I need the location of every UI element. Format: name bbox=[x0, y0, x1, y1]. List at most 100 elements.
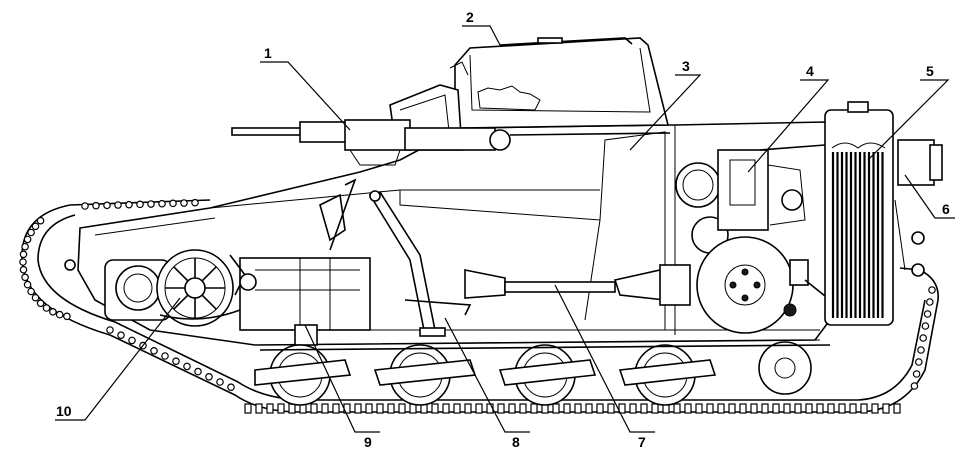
track-link bbox=[63, 312, 71, 321]
track-link bbox=[21, 242, 29, 251]
track-link bbox=[849, 403, 857, 414]
track-link bbox=[180, 199, 188, 207]
track-link bbox=[827, 403, 835, 414]
leader-4 bbox=[747, 79, 830, 173]
track-link bbox=[354, 403, 362, 414]
track-link bbox=[919, 334, 928, 342]
callout-labels: 1 2 3 4 5 6 7 8 9 10 bbox=[56, 9, 950, 450]
track-link bbox=[761, 403, 769, 414]
track-link bbox=[497, 403, 505, 414]
track-link bbox=[244, 403, 252, 414]
track-link bbox=[31, 222, 40, 231]
track-link bbox=[205, 372, 213, 381]
track-link bbox=[23, 280, 32, 289]
leader-5 bbox=[867, 79, 950, 161]
machine-gun bbox=[231, 119, 671, 166]
track-link bbox=[640, 403, 648, 414]
track-link bbox=[882, 403, 890, 414]
track-link bbox=[629, 403, 637, 414]
gearbox bbox=[239, 178, 371, 361]
track-link bbox=[321, 403, 329, 414]
sprocket-spokes bbox=[165, 258, 225, 318]
track-link bbox=[27, 287, 35, 296]
radiator-fins bbox=[831, 152, 884, 318]
track-link bbox=[125, 200, 133, 209]
track-link bbox=[49, 307, 57, 316]
track-link bbox=[227, 383, 235, 392]
track-link bbox=[136, 200, 144, 209]
track-link bbox=[783, 403, 791, 414]
leader-7 bbox=[554, 284, 655, 433]
track-link bbox=[114, 201, 122, 209]
track-link bbox=[706, 403, 714, 414]
track-link bbox=[453, 403, 461, 414]
control-lever bbox=[368, 190, 472, 337]
track-link bbox=[36, 216, 45, 225]
track-link bbox=[31, 293, 40, 302]
track-link bbox=[288, 403, 296, 414]
track-links bbox=[19, 198, 936, 414]
track-link bbox=[914, 358, 923, 366]
track-link bbox=[27, 228, 35, 237]
track-link bbox=[387, 403, 395, 414]
track-link bbox=[728, 403, 736, 414]
track-link bbox=[266, 403, 274, 414]
track-link bbox=[552, 403, 560, 414]
track-link bbox=[150, 346, 158, 355]
callout-6: 6 bbox=[942, 201, 950, 217]
callout-4: 4 bbox=[806, 63, 814, 79]
track-link bbox=[117, 331, 125, 340]
track-link bbox=[161, 352, 169, 360]
track-link bbox=[365, 403, 373, 414]
track-link bbox=[277, 403, 285, 414]
radiator bbox=[824, 101, 894, 326]
track-link bbox=[917, 346, 925, 354]
track-link bbox=[310, 403, 318, 414]
track-link bbox=[673, 403, 681, 414]
track-link bbox=[376, 403, 384, 414]
track-link bbox=[750, 403, 758, 414]
leader-10 bbox=[55, 297, 181, 421]
leader-6 bbox=[904, 174, 955, 219]
idler-wheel bbox=[758, 341, 812, 395]
track-link bbox=[772, 403, 780, 414]
track-link bbox=[431, 403, 439, 414]
track-link bbox=[871, 403, 879, 414]
engine bbox=[675, 144, 831, 334]
leader-9 bbox=[304, 324, 380, 433]
callout-2: 2 bbox=[466, 9, 474, 25]
track-link bbox=[36, 299, 45, 308]
track-link bbox=[42, 304, 51, 312]
track-link bbox=[596, 403, 604, 414]
track-link bbox=[805, 403, 813, 414]
drive-sprocket bbox=[64, 249, 257, 327]
track-link bbox=[816, 403, 824, 414]
track-assembly bbox=[19, 198, 939, 414]
track-link bbox=[530, 403, 538, 414]
track-link bbox=[910, 382, 919, 390]
track-link bbox=[574, 403, 582, 414]
sprocket-spoke bbox=[201, 294, 217, 310]
track-link bbox=[651, 403, 659, 414]
track-link bbox=[618, 403, 626, 414]
callout-10: 10 bbox=[56, 403, 72, 419]
sprocket-spoke bbox=[201, 266, 217, 282]
track-link bbox=[739, 403, 747, 414]
track-link bbox=[81, 202, 89, 210]
track-link bbox=[19, 250, 28, 259]
callout-3: 3 bbox=[682, 58, 690, 74]
road-wheels bbox=[254, 341, 831, 406]
sprocket-spoke bbox=[173, 294, 189, 310]
track-link bbox=[128, 336, 136, 345]
track-link bbox=[103, 201, 111, 210]
track-link bbox=[464, 403, 472, 414]
track-link bbox=[106, 326, 114, 334]
track-link bbox=[216, 378, 224, 386]
track-link bbox=[717, 403, 725, 414]
track-link bbox=[563, 403, 571, 414]
leader-3 bbox=[629, 74, 702, 151]
track-link bbox=[508, 403, 516, 414]
track-link bbox=[923, 310, 932, 318]
track-link bbox=[169, 199, 177, 208]
